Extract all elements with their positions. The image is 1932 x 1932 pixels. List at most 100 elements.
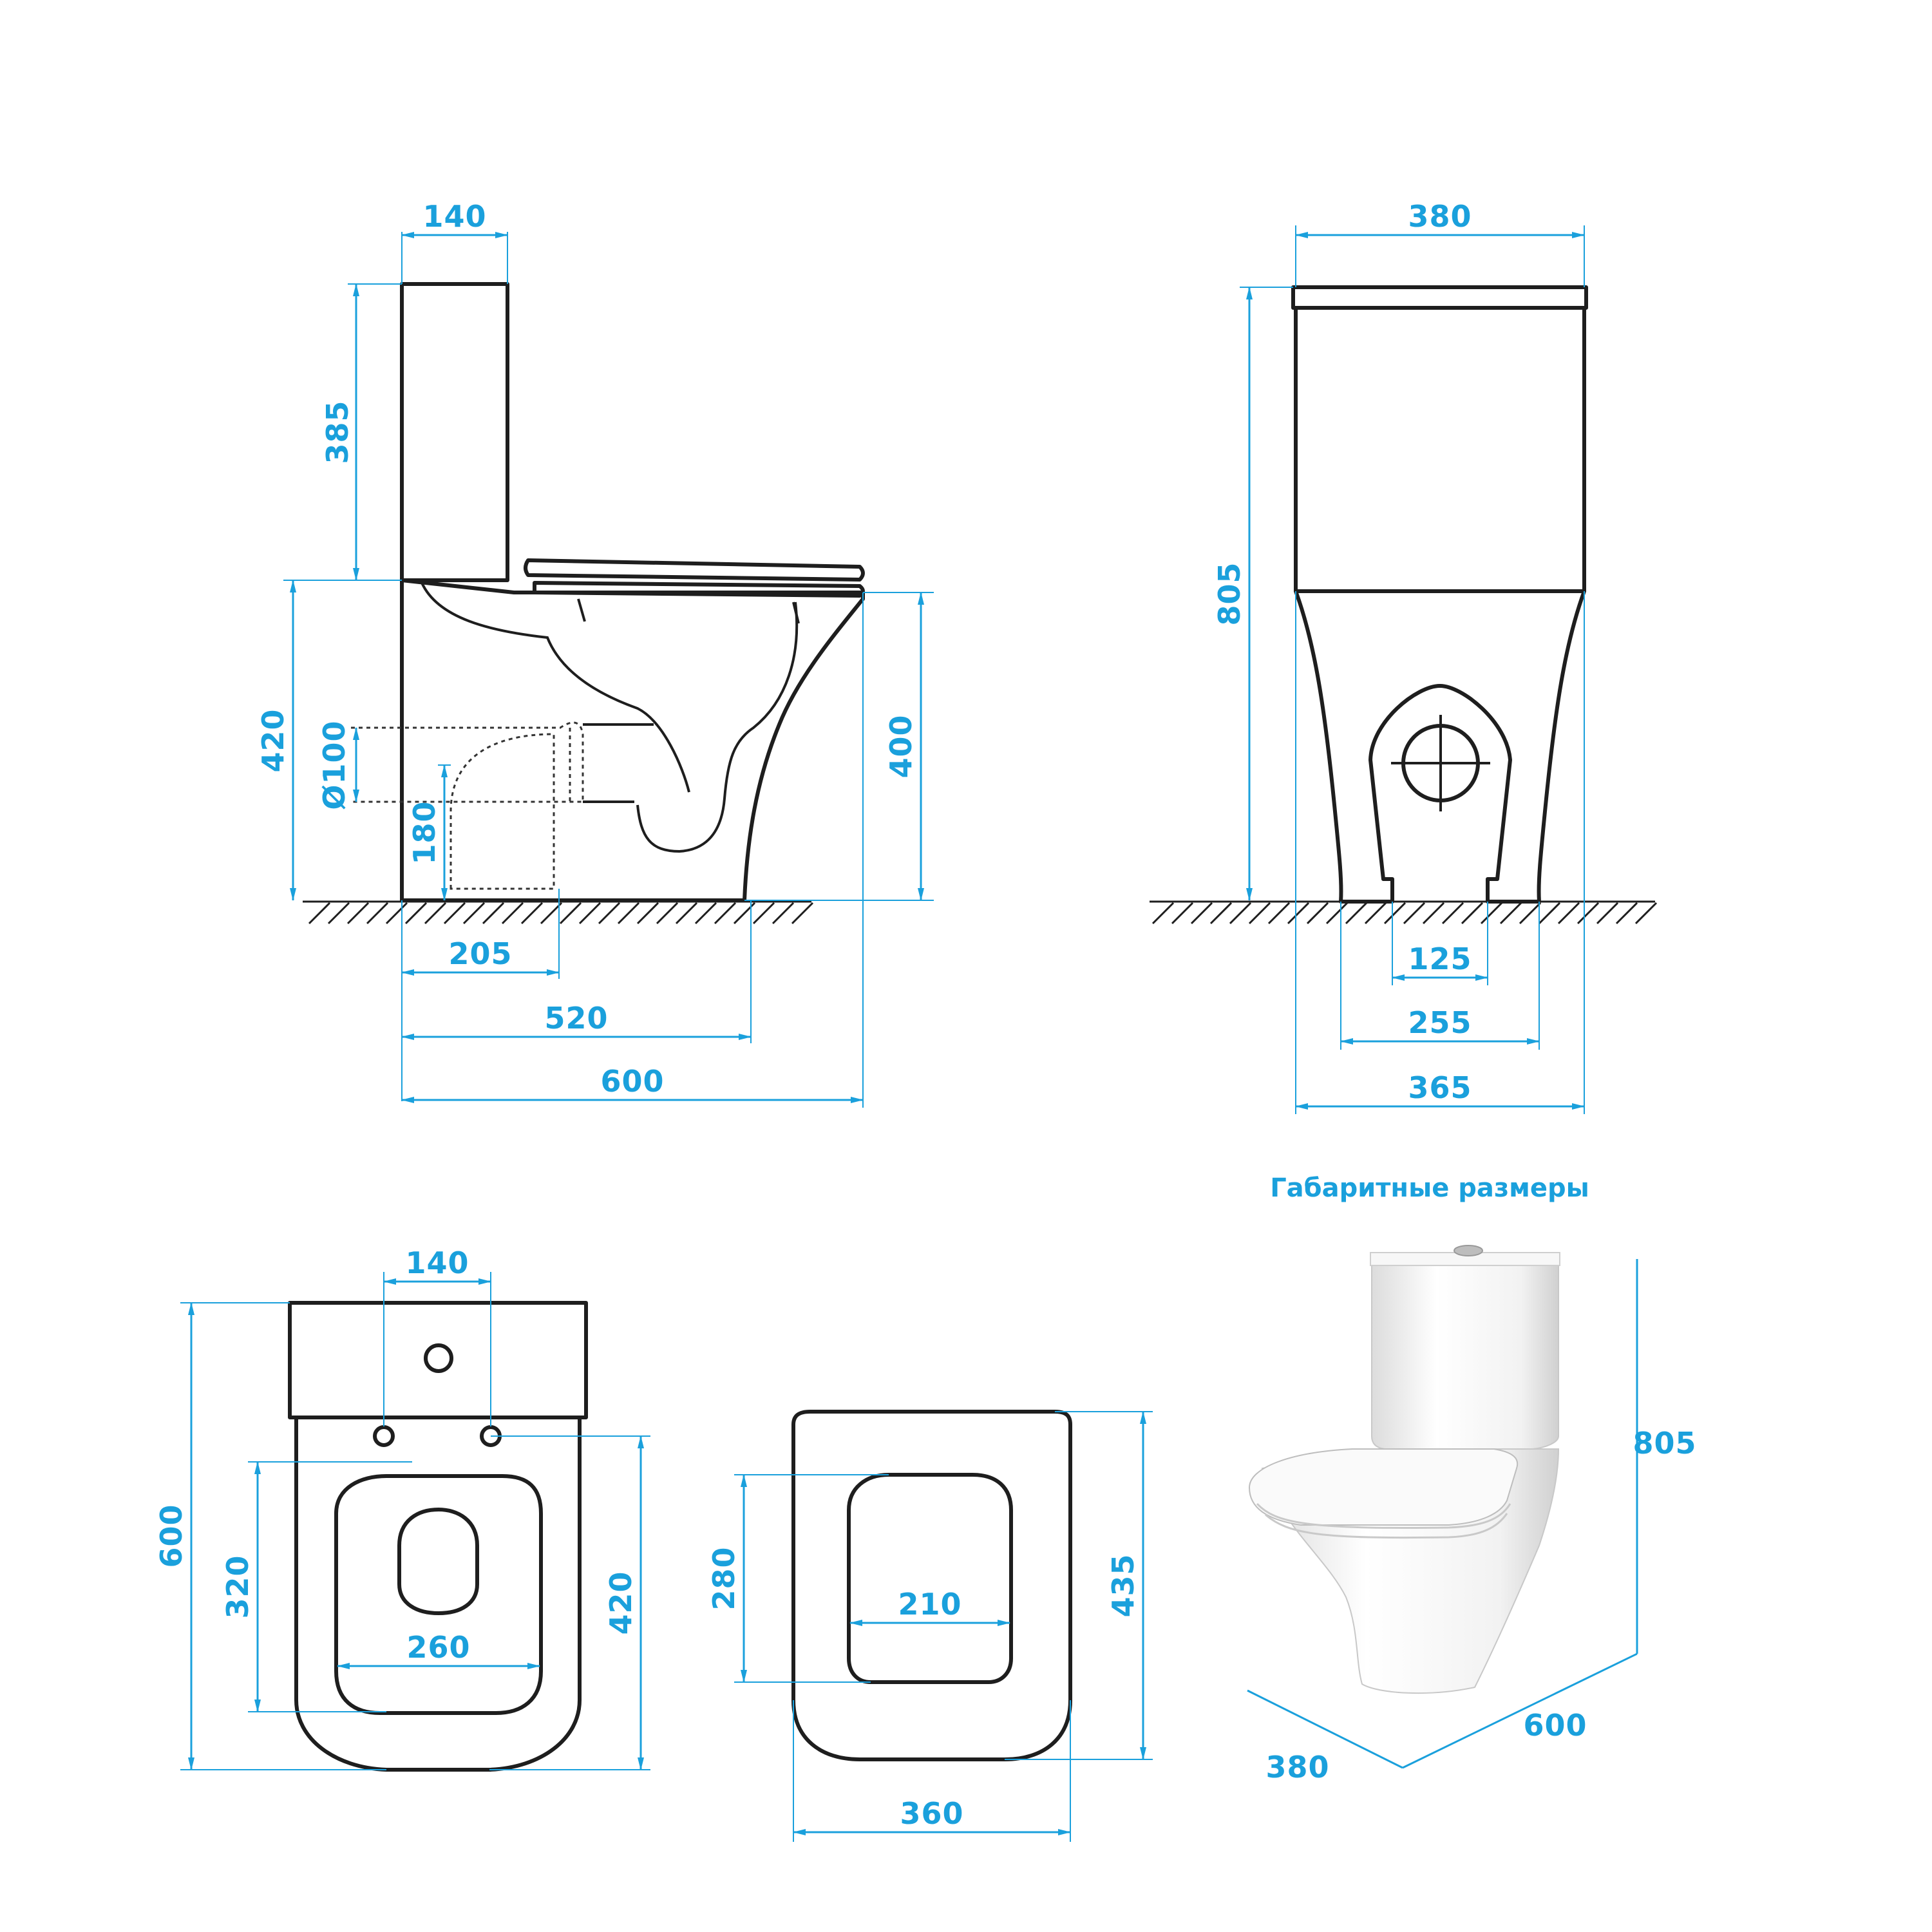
side-outlet-diameter-label: Ø100 [317,720,352,810]
hatch-line [443,902,466,925]
side-tank-height-label: 385 [320,400,355,464]
front-tank-width-label: 380 [1408,199,1472,234]
side-outlet-offset-label: 205 [448,936,512,971]
hatch-line [714,902,737,925]
hatch-line [1267,902,1291,925]
hatch-line [1364,902,1387,925]
hatch-line [540,902,563,925]
overall-depth-label: 600 [1523,1708,1587,1743]
side-seat [524,558,865,582]
hatch-line [1403,902,1426,925]
seat-opening [847,1473,1013,1684]
side-trapway [636,601,799,853]
hatch-line [1171,902,1194,925]
render-flush-button [1454,1245,1483,1256]
side-ground-hatch [308,902,814,925]
hatch-line [752,902,775,925]
hatch-line [1383,902,1406,925]
hatch-line [1634,902,1658,925]
hatch-line [694,902,717,925]
hatch-line [462,902,486,925]
hatch-line [636,902,659,925]
hatch-line [1557,902,1580,925]
hatch-line [578,902,601,925]
seat-opening-width-label: 210 [898,1587,961,1622]
hatch-line [1229,902,1252,925]
hatch-line [1480,902,1503,925]
top-seat-opening-length-label: 320 [220,1555,255,1618]
hatch-line [656,902,679,925]
hatch-line [1325,902,1349,925]
hatch-line [482,902,505,925]
hatch-line [675,902,698,925]
top-bowl [294,1416,582,1772]
caption: Габаритные размеры [1270,1173,1589,1203]
side-total-length-label: 600 [600,1064,664,1099]
hatch-line [520,902,544,925]
side-outlet-hidden [351,721,584,803]
hatch-line [1441,902,1464,925]
hatch-line [424,902,447,925]
hatch-line [1461,902,1484,925]
hatch-line [1287,902,1310,925]
hatch-line [791,902,814,925]
hatch-line [1577,902,1600,925]
side-bowl-inner [421,582,690,793]
seat-opening-length-label: 280 [706,1546,741,1610]
hatch-line [1499,902,1522,925]
hatch-line [501,902,524,925]
top-bowl-length-label: 420 [603,1571,638,1634]
hatch-line [1209,902,1233,925]
hatch-line [1306,902,1329,925]
front-tank-lid [1291,285,1588,310]
render-seat [1248,1448,1519,1526]
top-tank [288,1301,588,1419]
hatch-line [1615,902,1638,925]
overall-height-label: 805 [1633,1426,1696,1461]
seat-outline [791,1410,1072,1761]
hatch-line [346,902,370,925]
overall-view: 805 600 380 [1247,1245,1696,1785]
hatch-line [1596,902,1619,925]
side-rim-height-label: 400 [884,714,918,778]
hatch-line [733,902,756,925]
top-hinge-left [373,1425,395,1447]
hatch-line [772,902,795,925]
side-tank-depth-label: 140 [422,199,486,234]
seat-length-label: 435 [1106,1553,1141,1617]
seat-view: 280 210 435 360 [706,1410,1153,1842]
side-bowl [400,578,865,902]
hatch-line [1538,902,1561,925]
side-bowl-height-label: 420 [256,708,290,772]
hatch-line [1151,902,1175,925]
front-foot-gap-label: 125 [1408,942,1472,976]
front-foot-width-label: 255 [1408,1005,1472,1040]
top-flush-button [424,1343,453,1373]
hatch-line [404,902,428,925]
front-ground-hatch [1151,902,1658,925]
side-base-length-label: 520 [544,1001,608,1036]
hatch-line [559,902,582,925]
seat-width-label: 360 [900,1796,963,1831]
hatch-line [1248,902,1271,925]
front-total-height-label: 805 [1212,562,1247,625]
front-tank [1294,306,1586,593]
top-total-length-label: 600 [154,1504,189,1567]
side-view: 140 385 420 Ø100 180 400 205 520 600 [256,199,934,1108]
side-outlet-height-label: 180 [407,800,442,864]
hatch-line [327,902,350,925]
side-tank [400,282,509,582]
top-seat [334,1474,543,1715]
render-tank [1371,1260,1559,1450]
overall-width-label: 380 [1265,1750,1329,1785]
hatch-line [366,902,389,925]
hatch-line [617,902,640,925]
front-view: 380 805 125 255 365 [1150,199,1658,1114]
hatch-line [1422,902,1445,925]
front-base-width-label: 365 [1408,1070,1472,1105]
hatch-line [598,902,621,925]
hatch-line [308,902,331,925]
top-seat-opening [397,1508,479,1615]
top-hole-spacing-label: 140 [405,1245,469,1280]
